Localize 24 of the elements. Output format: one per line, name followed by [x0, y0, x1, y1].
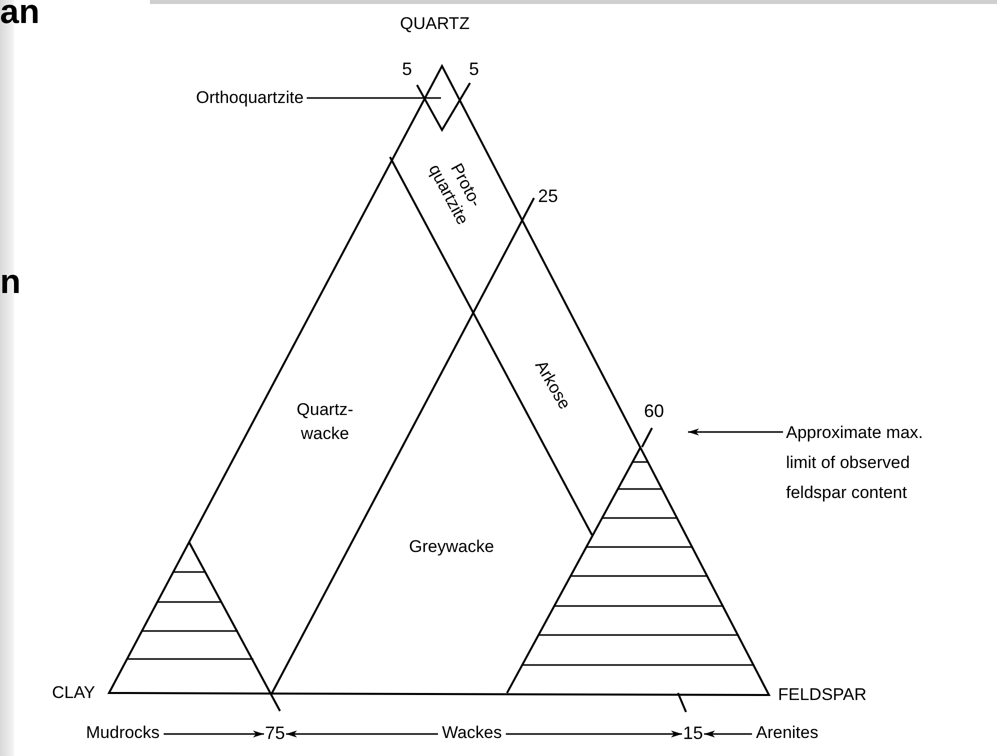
note-text: Approximate max. limit of observed feldspar content	[786, 418, 941, 508]
tick-value: 5	[469, 58, 480, 81]
tick-value: 25	[538, 185, 558, 208]
arrow	[286, 730, 438, 738]
vertex-label: QUARTZ	[400, 13, 470, 35]
leader-line	[306, 97, 441, 99]
arrow	[704, 730, 752, 738]
field-label: Quartz- wacke	[296, 399, 354, 445]
rock-group-label: Arenites	[756, 721, 818, 745]
rock-group-label: Mudrocks	[86, 721, 160, 745]
vertex-label: CLAY	[52, 682, 96, 704]
title-fragment: n	[0, 262, 21, 302]
rock-group-label: Wackes	[442, 721, 502, 745]
boundary-value: 75	[265, 721, 286, 745]
rock-name: Orthoquartzite	[196, 86, 304, 110]
tick-value: 60	[644, 400, 664, 423]
field-label: Greywacke	[409, 536, 494, 558]
arrow	[688, 428, 783, 436]
boundary-value: 15	[683, 721, 704, 745]
arrow	[506, 730, 682, 738]
vertex-label: FELDSPAR	[778, 684, 866, 706]
arrow	[164, 730, 264, 738]
title-fragment: an	[0, 0, 40, 32]
tick-value: 5	[402, 58, 412, 81]
